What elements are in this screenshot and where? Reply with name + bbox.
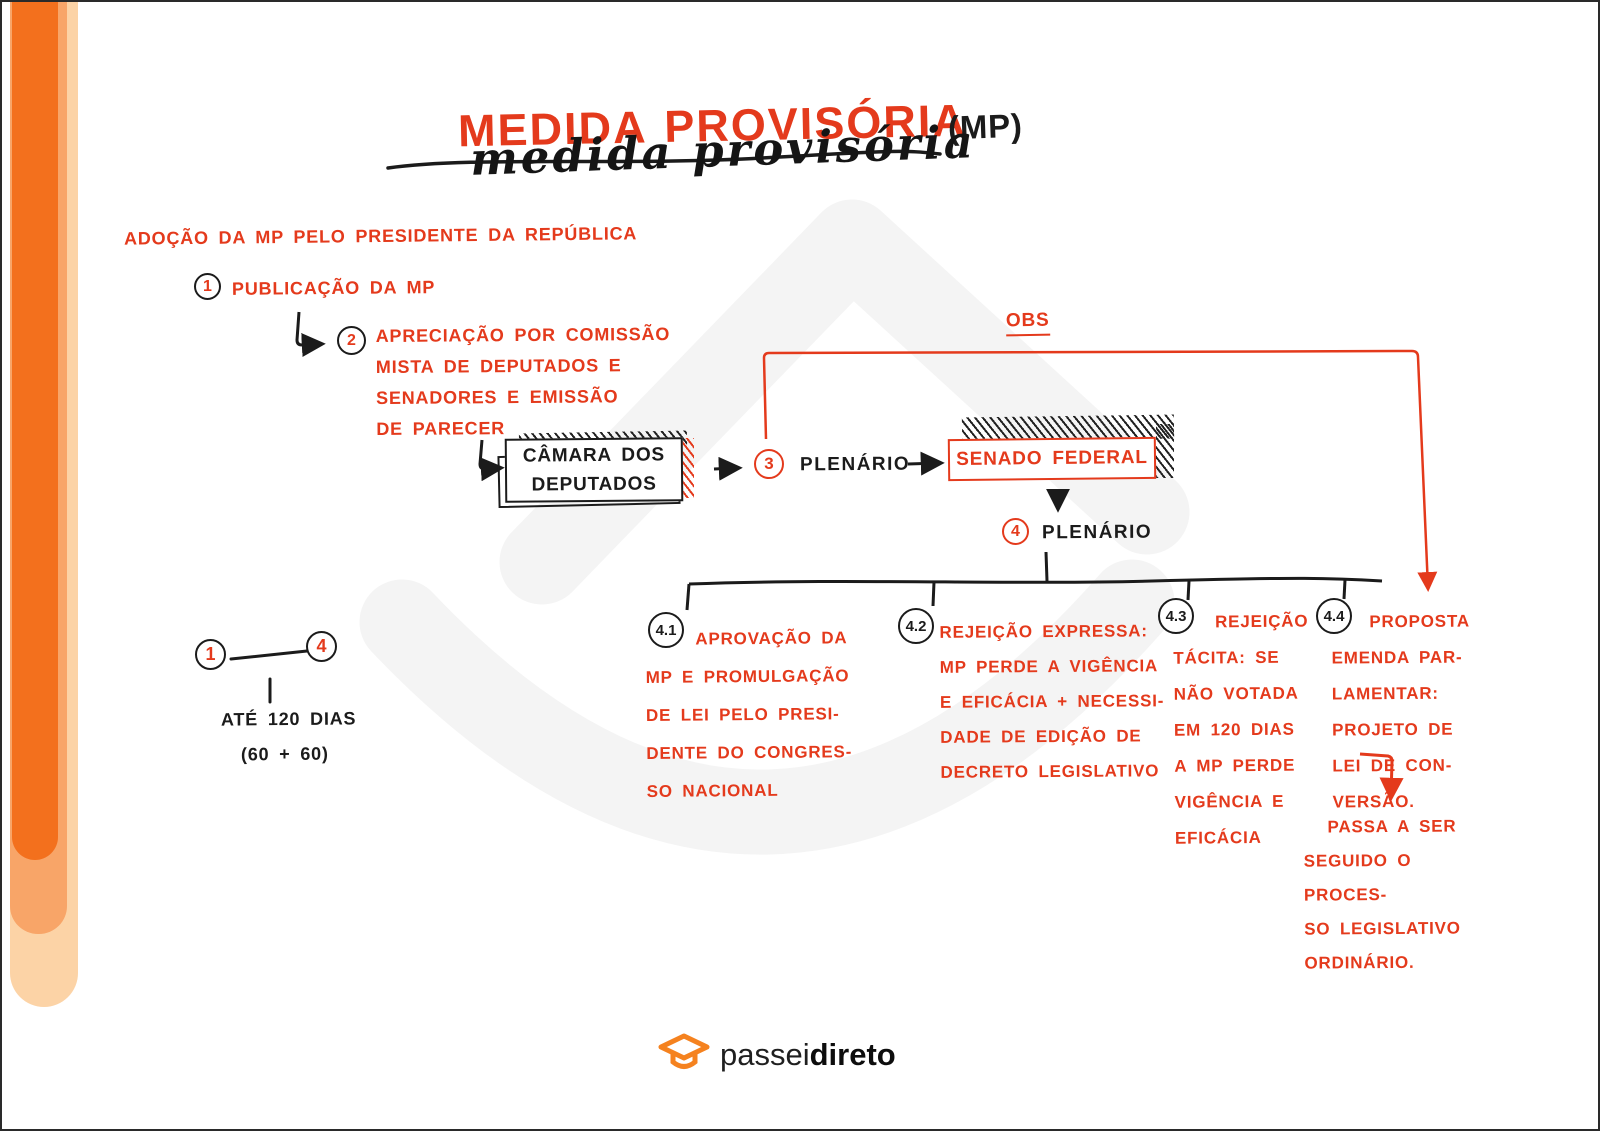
duration-line [229,649,309,661]
arrow-camara-to-plenario3 [713,456,743,481]
branch43-circle: 4.3 [1158,598,1194,634]
camara-box-group: CÂMARA DOS DEPUTADOS [497,430,705,510]
branch41-circle: 4.1 [648,612,684,648]
branch42-text: REJEIÇÃO EXPRESSA: MP PERDE A VIGÊNCIA E… [939,621,1165,782]
senado-hatch-right [1156,424,1174,478]
branch-drop-44 [1342,579,1347,600]
arrow-step1-to-step2 [295,311,326,357]
branch-drop-43 [1186,580,1191,601]
step3-circle: 3 [754,449,784,479]
orange-bar-dark [12,2,58,860]
followup-text: PASSA A SER SEGUIDO O PROCES- SO LEGISLA… [1303,816,1461,973]
duration-split: (60 + 60) [240,743,329,765]
camara-box: CÂMARA DOS DEPUTADOS [504,437,684,503]
branch41-text: APROVAÇÃO DA MP E PROMULGAÇÃO DE LEI PEL… [645,628,853,801]
step2-circle: 2 [337,326,366,355]
title-underline [386,149,942,170]
obs-label: OBS [1005,309,1050,337]
step1-circle: 1 [194,273,221,300]
branch44-text: PROPOSTA EMENDA PAR- LAMENTAR: PROJETO D… [1331,611,1470,812]
branch-drop-42 [931,581,936,607]
arrow-plenario3-to-senado [907,451,945,476]
step3-label: PLENÁRIO [799,453,911,476]
arrow-step2-to-camara [478,439,505,482]
branch42-circle: 4.2 [898,608,934,644]
duration-circle-4: 4 [306,631,337,662]
obs-line [762,349,1438,592]
branch44-circle: 4.4 [1316,598,1352,634]
brand-cap-icon [658,1033,710,1069]
brand-text-regular: passei [720,1037,810,1072]
senado-box-group: SENADO FEDERAL [947,414,1180,488]
step4-label: PLENÁRIO [1041,521,1153,544]
duration-days: ATÉ 120 DIAS [220,708,357,730]
brand-text-bold: direto [809,1037,896,1072]
step4-circle: 4 [1002,518,1029,545]
step1-label: PUBLICAÇÃO DA MP [231,277,436,299]
watermark-smile [359,559,1175,855]
footer-brand: passeidireto [658,1032,896,1078]
branch-stem [1044,551,1049,582]
step2-text: APRECIAÇÃO POR COMISSÃO MISTA DE DEPUTAD… [375,323,671,440]
duration-circle-1: 1 [195,639,226,670]
arrow-44-to-followup [1359,752,1404,802]
brand-wordmark: passeidireto [720,1037,896,1073]
branch-drop-41 [685,583,691,611]
senado-box: SENADO FEDERAL [947,436,1157,482]
branch-rail [688,576,1383,586]
